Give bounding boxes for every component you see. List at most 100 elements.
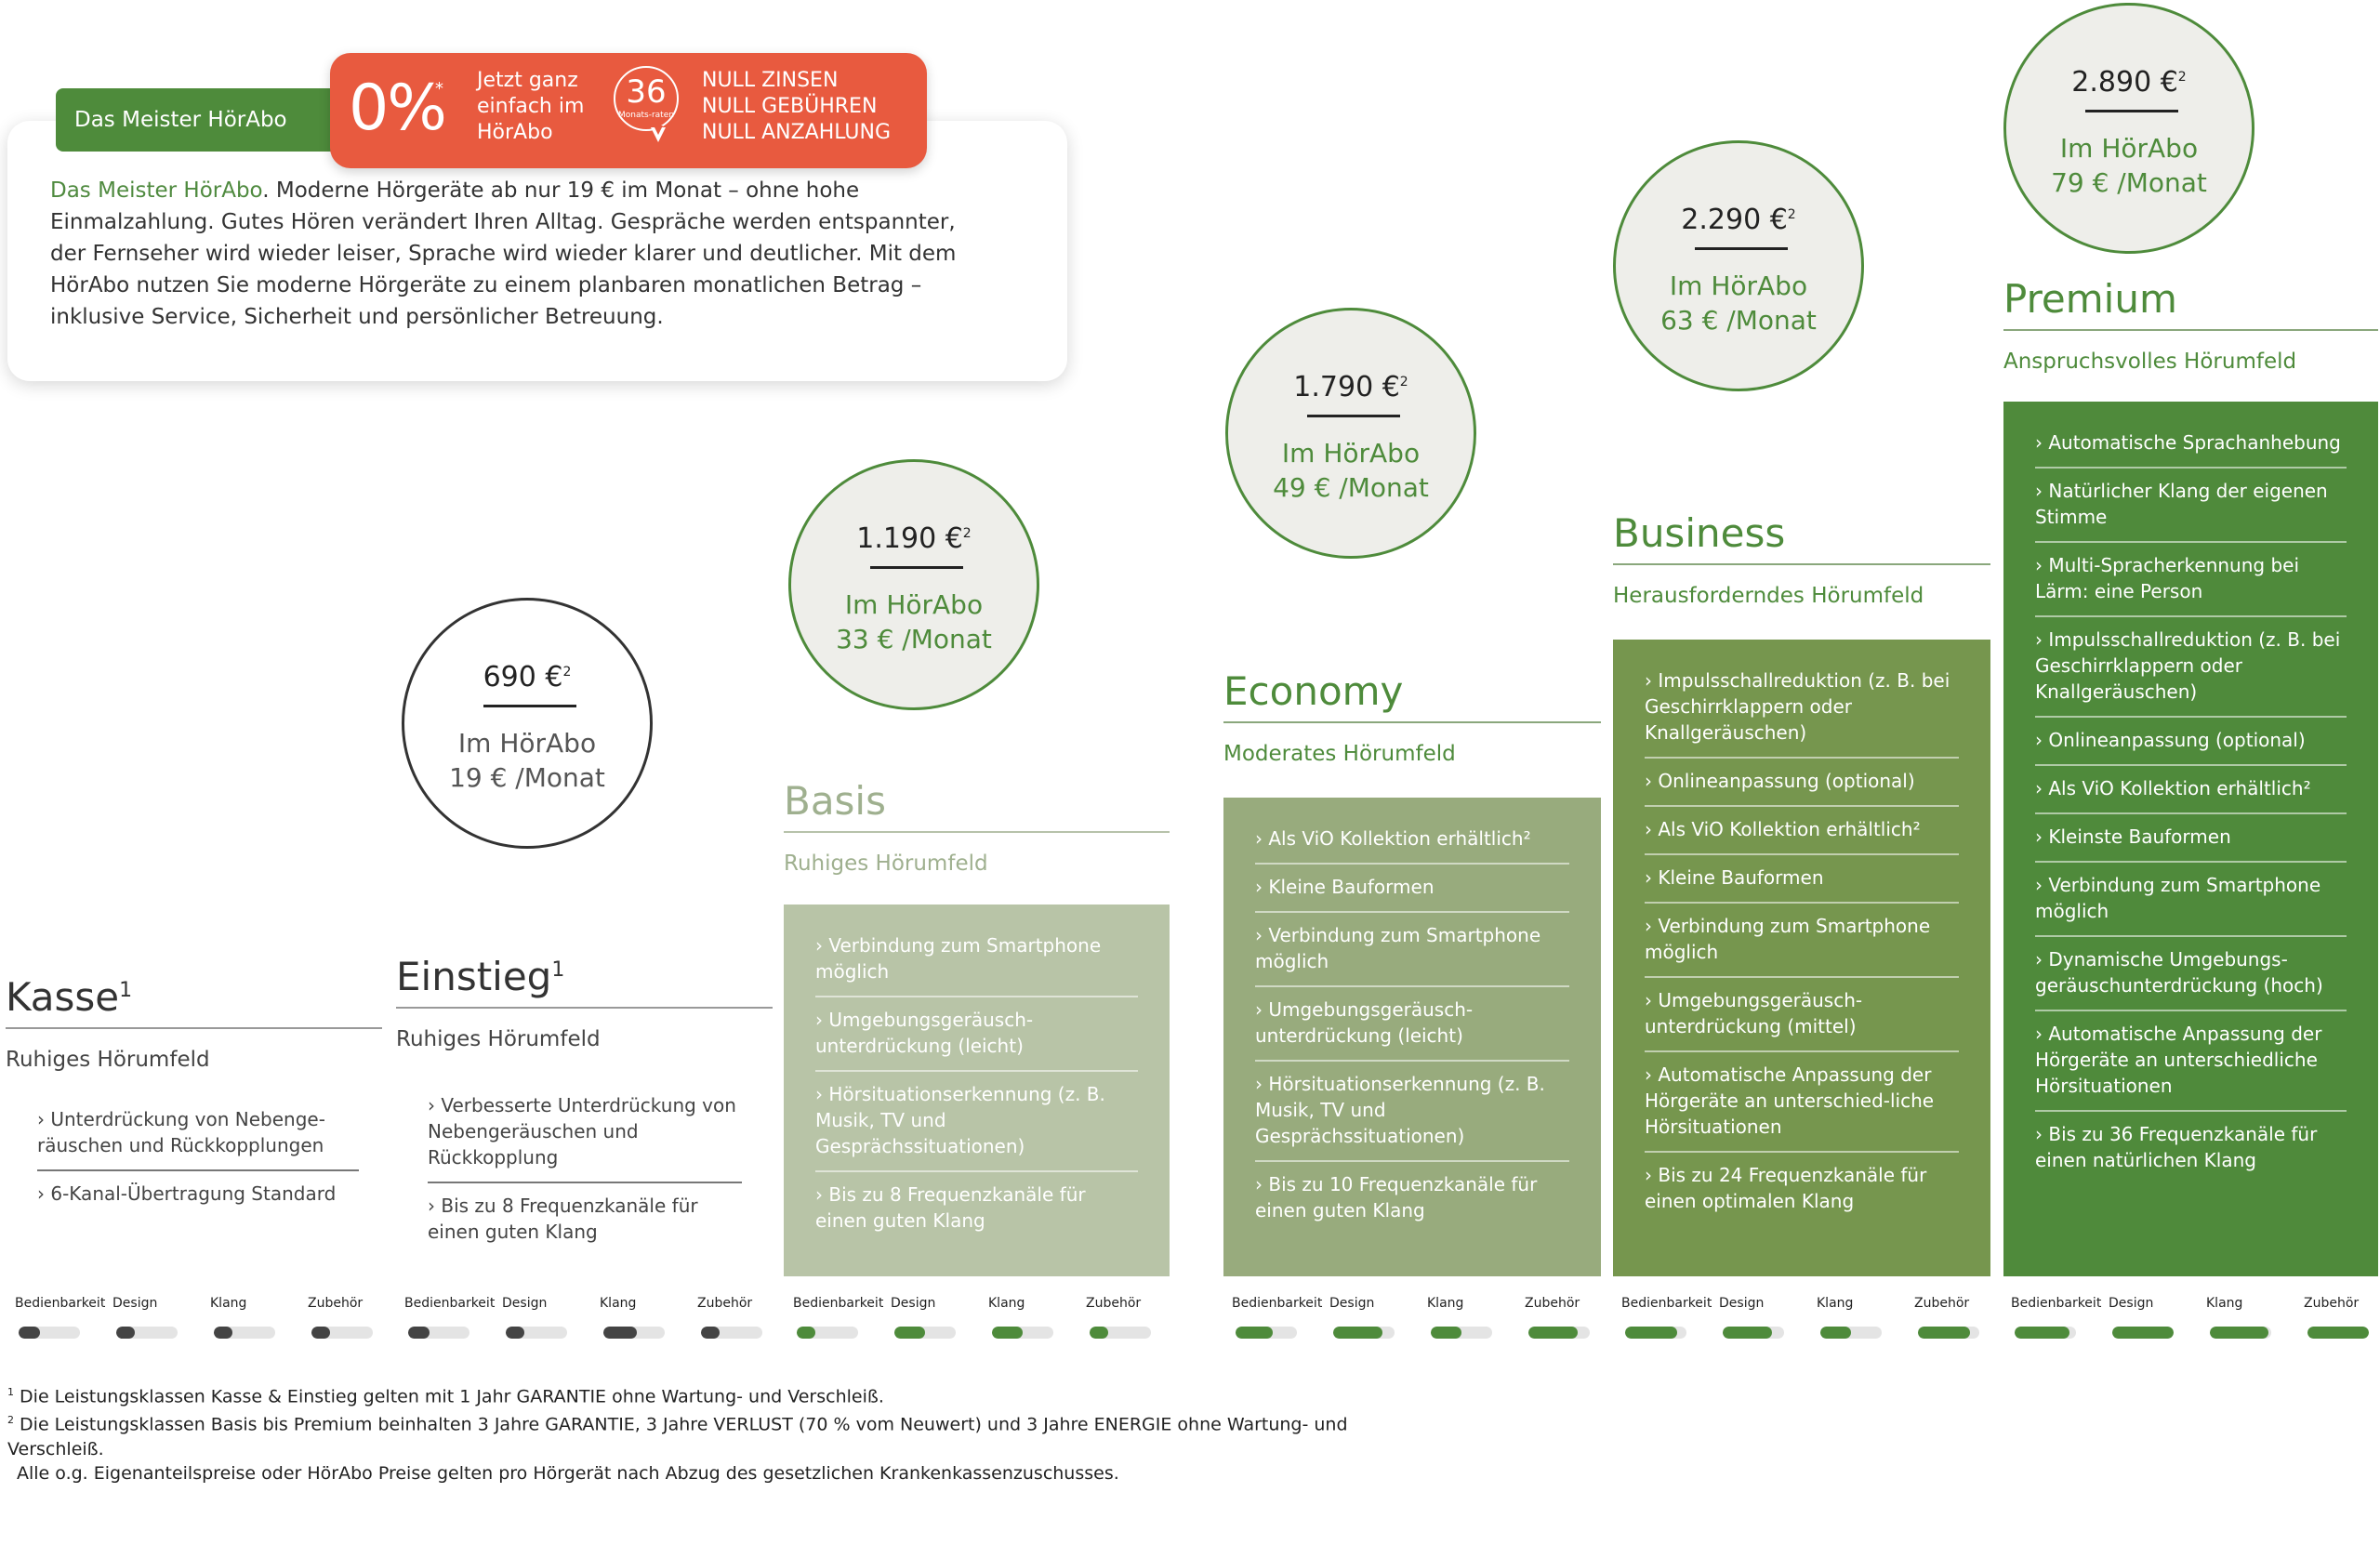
column-title: Kasse1 — [6, 974, 133, 1020]
feature-item: › Verbindung zum Smartphone möglich — [1645, 904, 1959, 978]
column-subtitle: Anspruchsvolles Hörumfeld — [2003, 350, 2297, 374]
promo-null-2: NULL GEBÜHREN — [702, 95, 878, 118]
feature-item: › Verbindung zum Smartphone möglich — [2035, 863, 2347, 937]
rating-label: Design — [112, 1296, 158, 1311]
price-value: 2.290 €2 — [1681, 204, 1796, 236]
rating-zubehör: Zubehör — [1525, 1295, 1590, 1339]
feature-item: › Onlineanpassung (optional) — [1645, 759, 1959, 807]
rating-bar — [603, 1327, 665, 1339]
rating-bar — [1090, 1327, 1151, 1339]
feature-item: › Multi-Spracherkennung bei Lärm: eine P… — [2035, 543, 2347, 617]
rating-label: Bedienbarkeit — [1232, 1296, 1323, 1311]
feature-item: › Verbesserte Unterdrückung von Nebenger… — [428, 1083, 742, 1183]
price-divider — [870, 566, 963, 569]
rating-bedienbarkeit: Bedienbarkeit — [1621, 1295, 1712, 1339]
feature-item: › Kleinste Bauformen — [2035, 814, 2347, 863]
rating-bar — [1236, 1327, 1297, 1339]
rating-bar — [2015, 1327, 2076, 1339]
feature-item: › Impulsschallreduktion (z. B. bei Gesch… — [1645, 658, 1959, 759]
rating-bar — [1625, 1327, 1686, 1339]
footnote-1: 1 Die Leistungsklassen Kasse & Einstieg … — [7, 1386, 884, 1407]
price-divider — [483, 705, 576, 707]
rating-label: Bedienbarkeit — [15, 1296, 106, 1311]
rating-bedienbarkeit: Bedienbarkeit — [404, 1295, 495, 1339]
abo-label: Im HörAbo — [1281, 438, 1421, 469]
feature-item: › Unterdrückung von Nebenge-räuschen und… — [37, 1097, 359, 1171]
price-circle-economy: 1.790 €2 Im HörAbo 49 € /Monat — [1225, 308, 1476, 559]
rating-fill — [1723, 1327, 1772, 1339]
column-basis-header: Basis Ruhiges Hörumfeld — [784, 777, 1170, 878]
rating-fill — [1820, 1327, 1851, 1339]
column-premium-header: Premium Anspruchsvolles Hörumfeld — [2003, 275, 2378, 376]
rating-bar — [1820, 1327, 1882, 1339]
feature-item: › Als ViO Kollektion erhältlich² — [2035, 766, 2347, 814]
feature-item: › Automatische Anpassung der Hörgeräte a… — [1645, 1052, 1959, 1153]
price-value: 690 €2 — [483, 661, 572, 693]
intro-body: . Moderne Hörgeräte ab nur 19 € im Monat… — [50, 178, 957, 329]
rating-fill — [116, 1327, 135, 1339]
rating-zubehör: Zubehör — [1086, 1295, 1151, 1339]
promo-asterisk: * — [435, 79, 443, 99]
feature-item: › Umgebungsgeräusch-unterdrückung (leich… — [1255, 987, 1569, 1062]
rating-fill — [603, 1327, 638, 1339]
rating-bar — [2112, 1327, 2174, 1339]
rating-zubehör: Zubehör — [2304, 1295, 2369, 1339]
rating-bar — [19, 1327, 80, 1339]
rating-bar — [894, 1327, 956, 1339]
feature-item: › Umgebungsgeräusch-unterdrückung (leich… — [815, 997, 1138, 1072]
column-business-header: Business Herausforderndes Hörumfeld — [1613, 509, 1990, 610]
rating-label: Klang — [2206, 1296, 2243, 1311]
column-title: Einstieg1 — [396, 954, 565, 999]
feature-item: › Impulsschallreduktion (z. B. bei Gesch… — [2035, 617, 2347, 718]
column-subtitle: Ruhiges Hörumfeld — [784, 852, 988, 876]
column-title: Premium — [2003, 276, 2177, 322]
rating-label: Zubehör — [1086, 1296, 1142, 1311]
rating-fill — [311, 1327, 330, 1339]
rating-klang: Klang — [210, 1295, 275, 1339]
abo-label: Im HörAbo — [2059, 133, 2199, 164]
rating-bar — [992, 1327, 1053, 1339]
rating-bedienbarkeit: Bedienbarkeit — [2011, 1295, 2101, 1339]
rating-fill — [992, 1327, 1023, 1339]
rating-bar — [408, 1327, 469, 1339]
features-premium: › Automatische Sprachanhebung › Natürlic… — [2003, 402, 2378, 1276]
rating-bar — [214, 1327, 275, 1339]
feature-item: › Bis zu 36 Frequenzkanäle für einen nat… — [2035, 1123, 2318, 1171]
price-circle-basis: 1.190 €2 Im HörAbo 33 € /Monat — [788, 459, 1039, 710]
rating-fill — [2210, 1327, 2268, 1339]
rating-bedienbarkeit: Bedienbarkeit — [15, 1295, 106, 1339]
rating-bar — [1723, 1327, 1784, 1339]
rating-label: Bedienbarkeit — [1621, 1296, 1712, 1311]
promo-text-3: HörAbo — [477, 121, 553, 144]
abo-label: Im HörAbo — [844, 589, 984, 620]
rating-fill — [894, 1327, 925, 1339]
title-divider — [396, 1007, 773, 1009]
rating-label: Zubehör — [1914, 1296, 1970, 1311]
feature-item: › Dynamische Umgebungs-geräuschunterdrüc… — [2035, 937, 2347, 1011]
feature-item: › Bis zu 8 Frequenzkanäle für einen gute… — [428, 1195, 698, 1243]
price-divider — [1695, 247, 1788, 250]
promo-rate: 0% — [349, 72, 447, 145]
speech-bubble-icon: 36 Monats-raten — [614, 66, 679, 131]
rating-zubehör: Zubehör — [697, 1295, 762, 1339]
rating-fill — [2307, 1327, 2369, 1339]
feature-item: › Automatische Sprachanhebung — [2035, 420, 2347, 469]
rating-bar — [116, 1327, 178, 1339]
rating-label: Zubehör — [2304, 1296, 2360, 1311]
speech-bubble-tail — [651, 125, 666, 142]
rating-bar — [2307, 1327, 2369, 1339]
feature-item: › 6-Kanal-Übertragung Standard — [37, 1182, 337, 1205]
footnote-3: Alle o.g. Eigenanteilspreise oder HörAbo… — [17, 1462, 1119, 1484]
rating-label: Zubehör — [308, 1296, 364, 1311]
column-subtitle: Moderates Hörumfeld — [1223, 742, 1456, 766]
rating-fill — [2015, 1327, 2070, 1339]
rating-bar — [2210, 1327, 2271, 1339]
monthly-rate: 33 € /Monat — [836, 624, 992, 654]
rating-bedienbarkeit: Bedienbarkeit — [793, 1295, 883, 1339]
rating-bar — [701, 1327, 762, 1339]
rating-label: Klang — [1817, 1296, 1854, 1311]
price-circle-kasse: 690 €2 Im HörAbo 19 € /Monat — [402, 598, 653, 849]
feature-item: › Bis zu 24 Frequenzkanäle für einen opt… — [1645, 1164, 1927, 1212]
